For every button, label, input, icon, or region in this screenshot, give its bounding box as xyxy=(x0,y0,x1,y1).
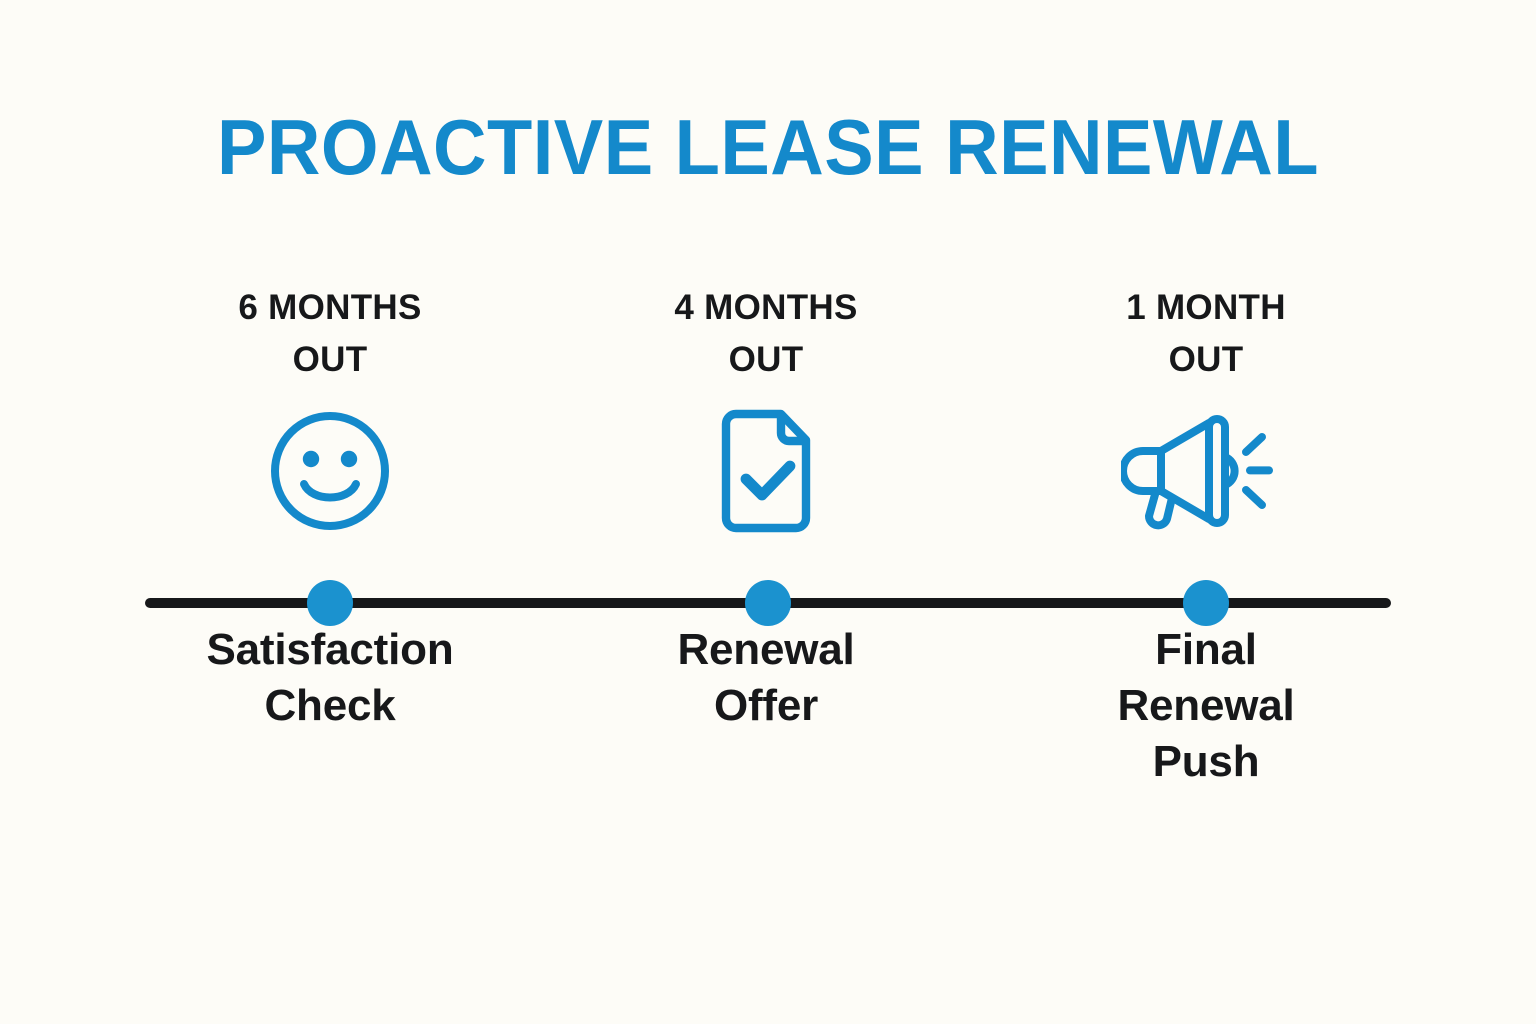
milestone-1-icon-slot xyxy=(180,398,480,548)
milestone-1: 6 MONTHS OUT Satisfaction Check xyxy=(180,282,480,734)
timeline-dot-2 xyxy=(745,580,791,626)
page-title: PROACTIVE LEASE RENEWAL xyxy=(217,103,1319,191)
milestone-1-caption: Satisfaction Check xyxy=(206,625,454,730)
megaphone-icon xyxy=(1119,407,1291,540)
timeline-dot-1 xyxy=(307,580,353,626)
document-check-icon xyxy=(710,407,822,540)
milestone-2-period-label: 4 MONTHS OUT xyxy=(674,288,858,379)
milestone-2-icon-slot xyxy=(616,398,916,548)
smiley-face-icon xyxy=(266,407,394,540)
milestone-2-caption: Renewal Offer xyxy=(677,625,855,730)
milestone-3-caption: Final Renewal Push xyxy=(1117,625,1295,786)
milestone-3: 1 MONTH OUT xyxy=(1056,282,1356,790)
milestone-1-period-label: 6 MONTHS OUT xyxy=(238,288,422,379)
timeline-dot-3 xyxy=(1183,580,1229,626)
milestone-3-icon-slot xyxy=(1056,398,1356,548)
milestone-2: 4 MONTHS OUT Renewal Offer xyxy=(616,282,916,734)
milestone-3-period-label: 1 MONTH OUT xyxy=(1126,288,1286,379)
